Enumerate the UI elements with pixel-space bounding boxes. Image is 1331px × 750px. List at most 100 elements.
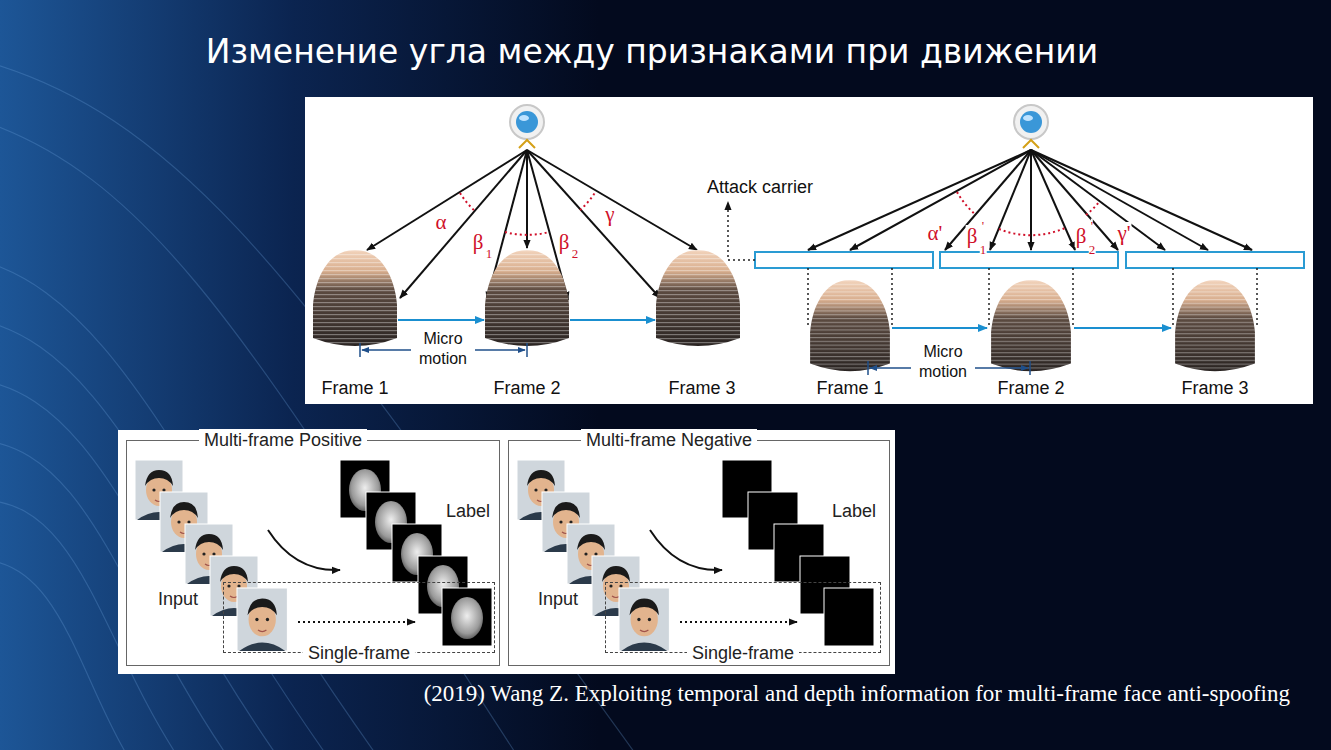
attack-carrier-screen (1126, 252, 1304, 268)
frame-label: Frame 2 (997, 377, 1064, 399)
angle-arc (580, 191, 596, 210)
view-ray (527, 150, 697, 250)
motion-arrow (570, 319, 655, 321)
camera-icon (1014, 105, 1048, 148)
motion-measure (1029, 361, 1031, 375)
head-top-view (991, 280, 1071, 371)
head-top-view (313, 250, 397, 346)
input-face-frames (237, 588, 287, 651)
single-frame-box: Single-frame (605, 582, 881, 653)
head-top-view (485, 250, 569, 346)
motion-measure (526, 343, 528, 357)
zero-label-maps (722, 460, 874, 646)
angle-arc (999, 228, 1065, 235)
angle-label: β (1075, 225, 1088, 247)
frame-label: Frame 3 (1181, 377, 1248, 399)
mapping-arrow (680, 621, 797, 623)
figure-panel (118, 430, 895, 674)
example-group-box: Multi-frame NegativeInputLabelSingle-fra… (508, 440, 890, 666)
view-ray (367, 150, 527, 250)
view-ray (808, 150, 1031, 250)
slide-title: Изменение угла между признаками при движ… (152, 30, 1152, 74)
angle-arc (957, 192, 976, 215)
single-frame-box: Single-frame (223, 582, 495, 653)
projection-line (1072, 268, 1074, 325)
mapping-arrow (650, 530, 722, 570)
view-ray (1031, 150, 1252, 250)
frame-label: Frame 1 (321, 377, 388, 399)
camera-icon (510, 105, 544, 148)
mapping-arrow (268, 530, 340, 570)
figure-label: Attack carrier (707, 176, 813, 198)
frame-label: Frame 3 (668, 377, 735, 399)
depth-label-maps (442, 588, 492, 646)
motion-arrow (398, 319, 484, 321)
motion-arrow (398, 319, 655, 321)
motion-arrow (1074, 327, 1171, 329)
figure-panel (305, 97, 1313, 404)
angle-label: α' (927, 222, 944, 244)
attack-carrier-screen (755, 252, 1304, 268)
motion-arrow (892, 327, 1171, 329)
group-heading: Multi-frame Negative (581, 429, 757, 451)
projection-line (891, 268, 893, 325)
projection-line (1172, 268, 1174, 325)
projection-line (988, 268, 990, 325)
angle-arc (460, 191, 596, 235)
carrier-pointer (728, 202, 755, 260)
input-label: Input (538, 588, 578, 610)
projection-line (1256, 268, 1258, 325)
angle-arc (460, 193, 475, 211)
projection-line (807, 268, 809, 325)
view-ray (1030, 150, 1032, 250)
angle-subscript: 1 (980, 243, 987, 256)
label-caption: Label (832, 500, 876, 522)
view-ray (1031, 150, 1165, 250)
view-ray (1031, 150, 1208, 250)
mapping-arrow (298, 621, 415, 623)
angle-prime: ' (982, 219, 984, 232)
angle-label: γ (604, 203, 615, 225)
angle-subscript: 2 (1089, 243, 1096, 256)
motion-label: Micro motion (911, 342, 975, 382)
angle-subscript: 1 (486, 247, 493, 260)
angle-subscript: 2 (572, 247, 579, 260)
group-heading: Multi-frame Positive (199, 429, 367, 451)
angle-label: α (434, 211, 447, 233)
angle-label: γ' (1116, 222, 1131, 244)
angle-label: β (966, 225, 979, 247)
motion-label: Micro motion (411, 329, 475, 369)
input-face-frames (517, 460, 669, 651)
depth-label-maps (340, 460, 492, 646)
frame-label: Frame 2 (493, 377, 560, 399)
motion-arrow (892, 327, 987, 329)
motion-measure (870, 367, 912, 369)
motion-measure (472, 349, 525, 351)
motion-measure (359, 343, 361, 357)
angle-label: β (558, 231, 571, 253)
angle-label: β (472, 231, 485, 253)
view-ray (850, 150, 1031, 250)
box-heading: Single-frame (687, 642, 799, 664)
angle-arc (1086, 202, 1099, 215)
view-ray (526, 150, 528, 248)
input-face-frames (619, 588, 669, 651)
citation-caption: (2019) Wang Z. Exploiting temporal and d… (424, 680, 1290, 708)
head-top-view (810, 280, 890, 371)
view-ray (1031, 150, 1075, 250)
example-group-box: Multi-frame PositiveInputLabelSingle-fra… (126, 440, 500, 666)
angle-prime: ' (1091, 219, 1093, 232)
view-ray (808, 150, 1252, 250)
label-caption: Label (446, 500, 490, 522)
background-waves (0, 560, 130, 750)
input-label: Input (158, 588, 198, 610)
motion-measure (974, 367, 1028, 369)
motion-measure (362, 349, 414, 351)
frame-label: Frame 1 (816, 377, 883, 399)
attack-carrier-screen (755, 252, 933, 268)
view-ray (945, 150, 1031, 250)
head-top-view (1175, 280, 1255, 371)
